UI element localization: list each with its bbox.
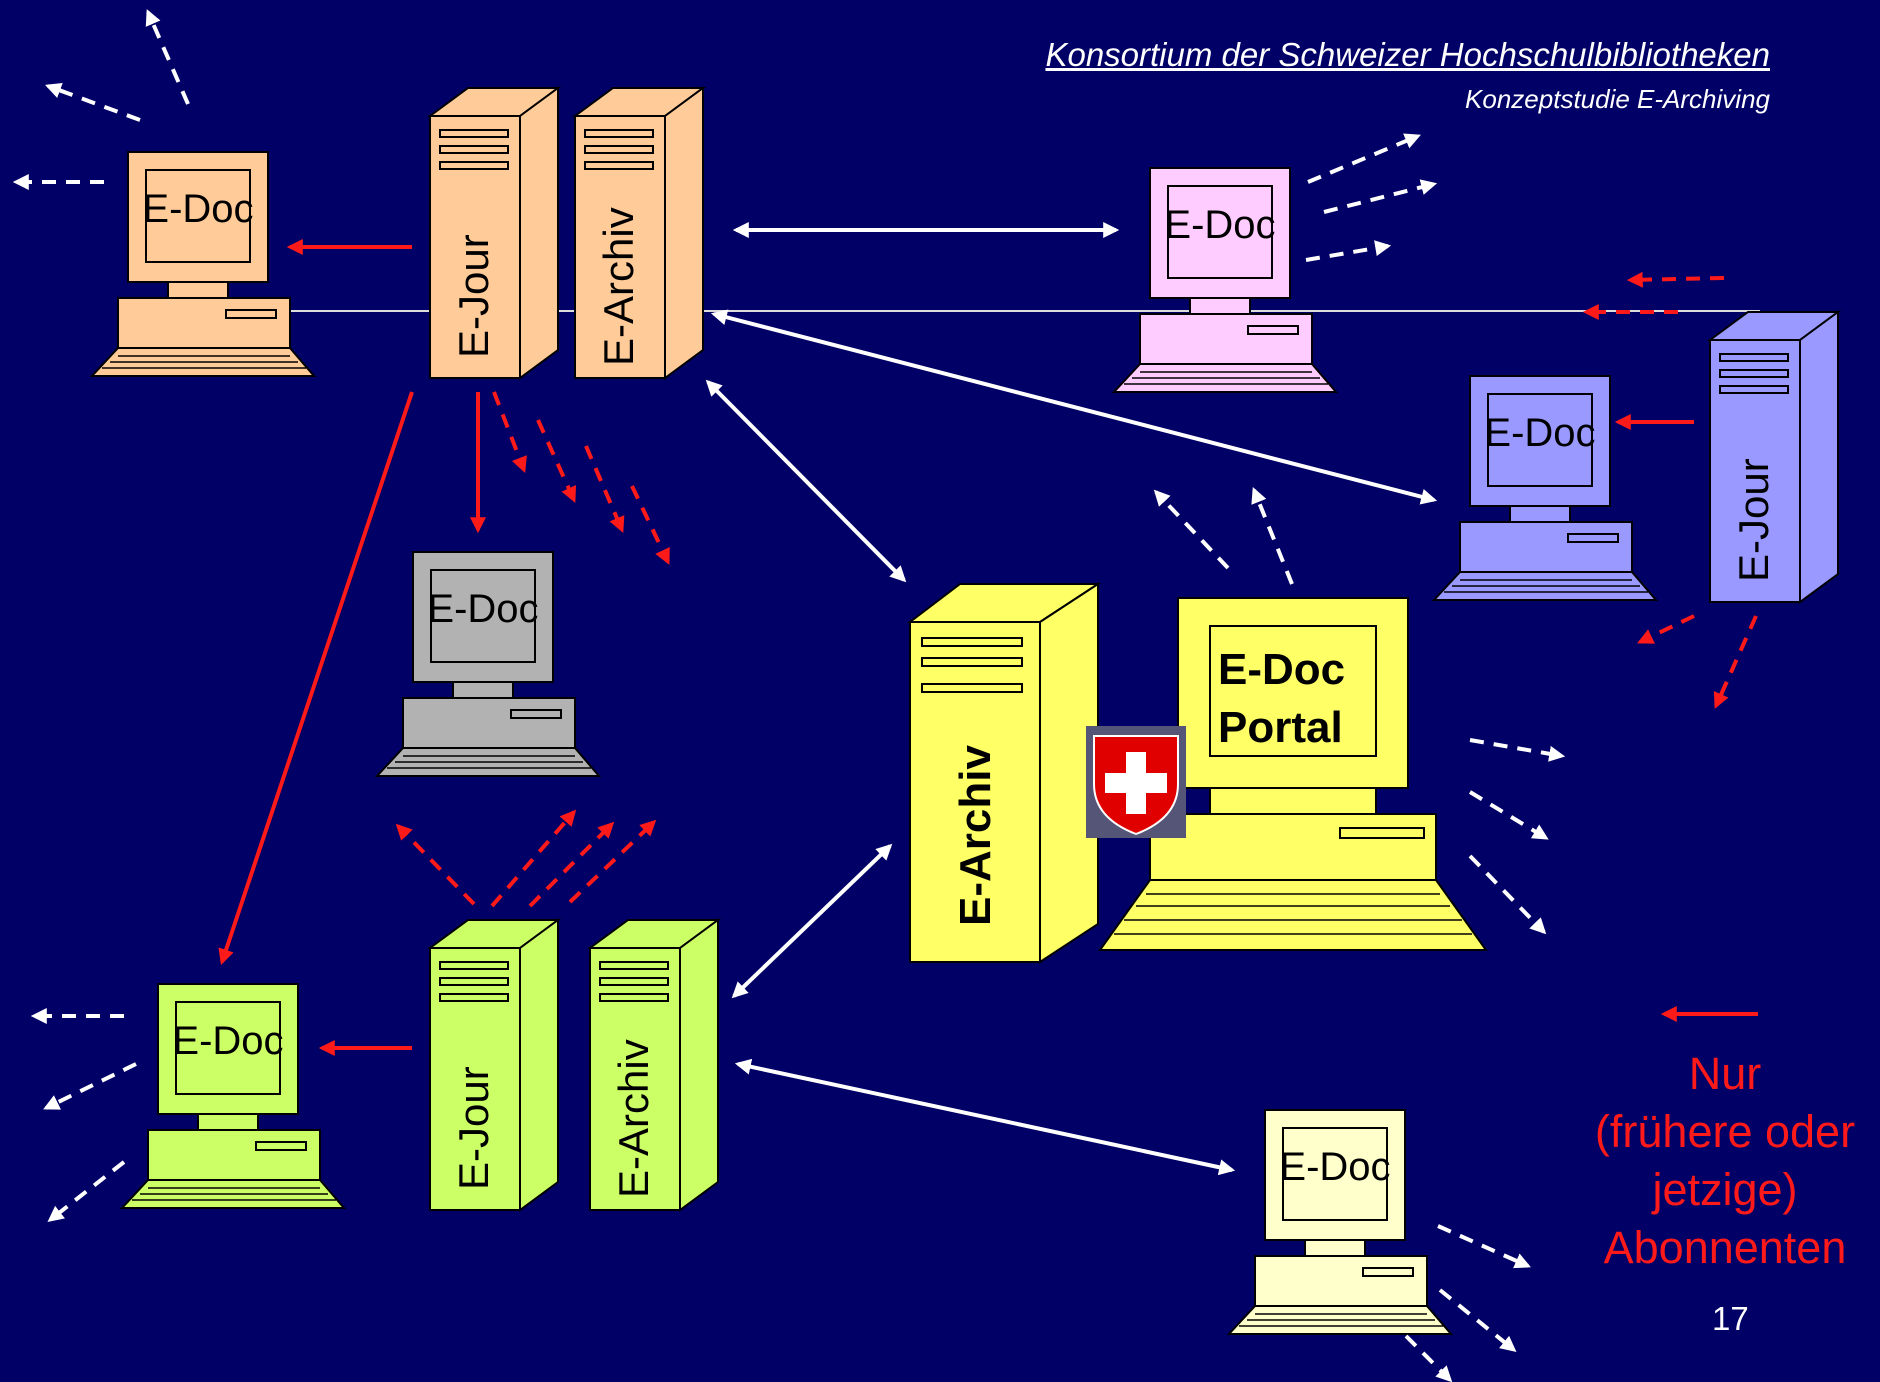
red-dashed-arrows bbox=[395, 271, 1758, 908]
server-e-jour-lime: E-Jour bbox=[429, 919, 559, 1211]
e-jour-label: E-Jour bbox=[450, 234, 497, 358]
e-doc-label: E-Doc bbox=[1164, 203, 1275, 247]
legend-text-line: jetzige) bbox=[1652, 1164, 1798, 1215]
server-e-archiv-peach: E-Archiv bbox=[574, 87, 704, 379]
pc-e-doc-pink: E-Doc bbox=[1113, 167, 1337, 393]
legend-text-line: (frühere oder bbox=[1594, 1106, 1856, 1157]
pc-e-doc-lime: E-Doc bbox=[121, 983, 345, 1209]
server-e-archiv-lime: E-Archiv bbox=[589, 919, 719, 1211]
red-access-arrows bbox=[218, 239, 1758, 1056]
portal-label-line1: E-Doc bbox=[1218, 645, 1345, 694]
page-subtitle: Konzeptstudie E-Archiving bbox=[1465, 84, 1770, 114]
e-doc-label: E-Doc bbox=[427, 587, 538, 631]
portal-label-line2: Portal bbox=[1218, 703, 1343, 752]
e-archiv-label: E-Archiv bbox=[610, 1039, 657, 1198]
white-dashed-arrows bbox=[12, 9, 1566, 1382]
white-connection-arrows bbox=[705, 222, 1438, 1176]
legend: Nur (frühere oder jetzige) Abonnenten bbox=[1575, 1045, 1875, 1277]
pc-e-doc-cream: E-Doc bbox=[1228, 1109, 1452, 1335]
e-doc-label: E-Doc bbox=[1279, 1145, 1390, 1189]
e-archiv-label: E-Archiv bbox=[951, 745, 1000, 926]
pc-e-doc-portal: E-Doc Portal bbox=[1098, 597, 1488, 951]
server-e-archiv-central: E-Archiv bbox=[907, 582, 1102, 964]
e-jour-label: E-Jour bbox=[450, 1066, 497, 1190]
legend-text-line: Nur bbox=[1688, 1048, 1762, 1099]
server-e-jour-lavender: E-Jour bbox=[1709, 311, 1839, 603]
e-doc-label: E-Doc bbox=[172, 1019, 283, 1063]
legend-text-line: Abonnenten bbox=[1603, 1222, 1847, 1273]
e-jour-label: E-Jour bbox=[1730, 458, 1777, 582]
pc-e-doc-grey: E-Doc bbox=[376, 551, 600, 777]
server-e-jour-peach: E-Jour bbox=[429, 87, 559, 379]
e-archiv-label: E-Archiv bbox=[595, 207, 642, 366]
e-doc-label: E-Doc bbox=[1484, 411, 1595, 455]
page-title: Konsortium der Schweizer Hochschulbiblio… bbox=[1045, 36, 1770, 73]
page-number: 17 bbox=[1712, 1300, 1749, 1337]
pc-e-doc-peach: E-Doc bbox=[91, 151, 315, 377]
e-doc-label: E-Doc bbox=[142, 187, 253, 231]
pc-e-doc-lavender: E-Doc bbox=[1433, 375, 1657, 601]
swiss-cross-shield-icon bbox=[1086, 726, 1186, 838]
